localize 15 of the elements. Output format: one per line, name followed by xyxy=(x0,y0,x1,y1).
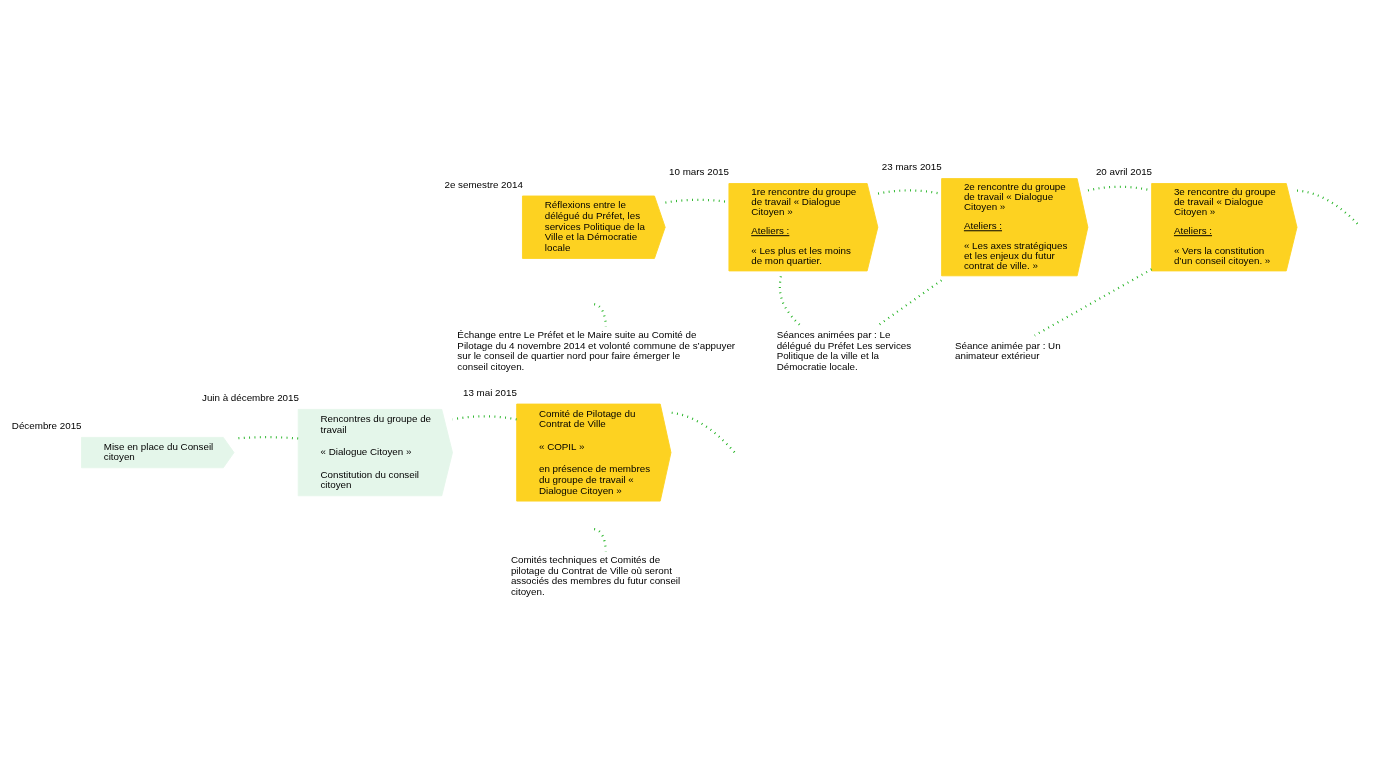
node-text: Comités techniques et Comités de pilotage du Contrat de Ville où seront associés des membres du futur conseil citoyen. xyxy=(510,553,681,598)
node-label: Décembre 2015 xyxy=(11,420,82,432)
node-label: 10 mars 2015 xyxy=(669,166,729,178)
node-text: Séances animées par : Le délégué du Préfet Les services Politique de la ville et la Démocratie locale. xyxy=(776,329,912,373)
connector xyxy=(452,415,517,421)
connector xyxy=(1034,268,1153,337)
connector xyxy=(778,276,803,328)
node-label: 13 mai 2015 xyxy=(462,387,517,399)
node-text: Échange entre Le Préfet et le Maire suite au Comité de Pilotage du 4 novembre 2014 et volonté commune de s’appuyer sur le conseil de quartier nord pour faire émerger le conseil citoyen. xyxy=(457,329,736,373)
node-label: 23 mars 2015 xyxy=(881,161,942,173)
node-label: 20 avril 2015 xyxy=(1095,166,1153,178)
connector xyxy=(670,411,736,454)
node-label: 2e semestre 2014 xyxy=(444,178,523,190)
node-label: Juin à décembre 2015 xyxy=(202,392,299,404)
node-text: Séance animée par : Un animateur extérieur xyxy=(954,339,1061,362)
